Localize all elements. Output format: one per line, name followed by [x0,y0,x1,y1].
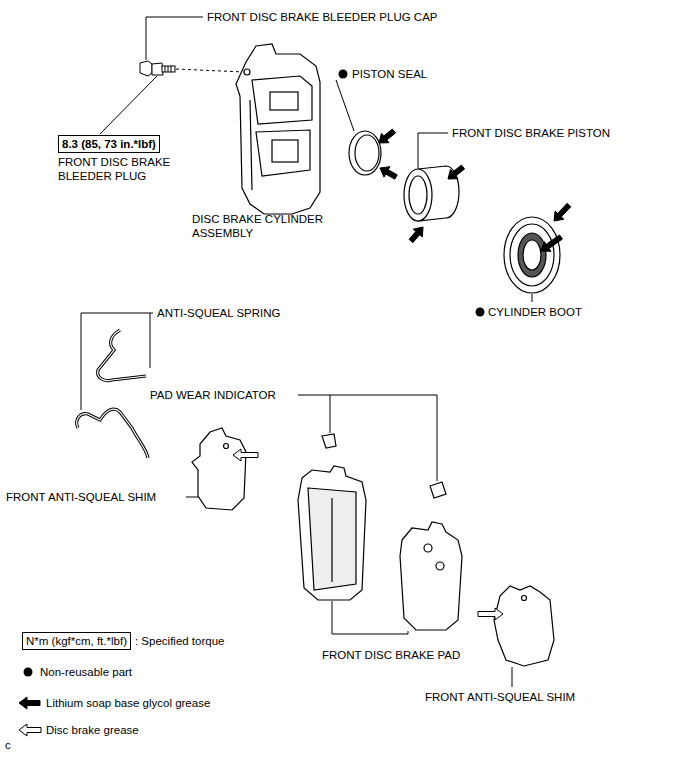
glycol-grease-arrow [380,167,397,179]
torque-value: 8.3 (85, 73 in.*lbf) [62,137,156,151]
leader-line [512,667,513,687]
anti-squeal-shim [192,428,554,666]
assembly-line [176,69,244,72]
legend-text: Lithium soap base glycol grease [46,696,210,710]
grease-arrows [19,129,571,736]
leader-line [418,133,448,168]
torque-value: N*m (kgf*cm, ft.*lbf) [26,634,127,648]
glycol-grease-arrow [379,129,396,143]
part-name: FRONT DISC BRAKE BLEEDER PLUG [58,155,193,183]
leader-line [100,76,157,134]
leader-lines [81,17,532,687]
caliper-body [236,44,320,214]
leader-line [332,601,408,634]
leader-line [298,395,437,481]
legend-text: : Specified torque [135,634,225,648]
glycol-grease-arrow [541,235,562,251]
leader-line [150,313,151,368]
legend-text: Non-reusable part [40,665,132,679]
cylinder-boot [504,217,560,293]
leader-line [330,395,331,433]
part-name: FRONT DISC BRAKE BLEEDER PLUG CAP [207,10,437,24]
legend-torque-box: N*m (kgf*cm, ft.*lbf) [22,632,131,650]
non-reusable-dot [24,70,485,677]
glycol-grease-arrow [554,203,571,221]
part-name: CYLINDER BOOT [488,305,582,319]
leader-line [186,497,198,498]
leader-line [146,17,203,60]
leader-line [532,294,533,302]
bleeder-plug [140,61,175,76]
part-name: FRONT DISC BRAKE PAD [322,648,460,662]
part-name: ANTI-SQUEAL SPRING [157,306,281,320]
figure-code: c [5,738,11,752]
part-name: DISC BRAKE CYLINDER ASSEMBLY [192,212,362,240]
glycol-grease-arrow [19,697,40,709]
part-name: PISTON SEAL [352,67,427,81]
torque-box: 8.3 (85, 73 in.*lbf) [58,135,160,153]
disc-brake-grease-arrow [233,449,258,461]
leader-line [336,80,354,131]
brake-pad [298,466,462,630]
part-name: FRONT ANTI-SQUEAL SHIM [6,490,156,504]
piston-seal [349,131,381,175]
legend-text: Disc brake grease [46,723,139,737]
disc-brake-grease-arrow [19,724,41,736]
disc-brake-grease-arrow [478,608,503,620]
leader-line [81,313,153,410]
part-name: PAD WEAR INDICATOR [150,388,276,402]
part-name: FRONT DISC BRAKE PISTON [452,126,610,140]
glycol-grease-arrow [448,165,465,179]
anti-squeal-spring [77,330,148,458]
glycol-grease-arrow [409,227,423,243]
part-name: FRONT ANTI-SQUEAL SHIM [425,690,575,704]
